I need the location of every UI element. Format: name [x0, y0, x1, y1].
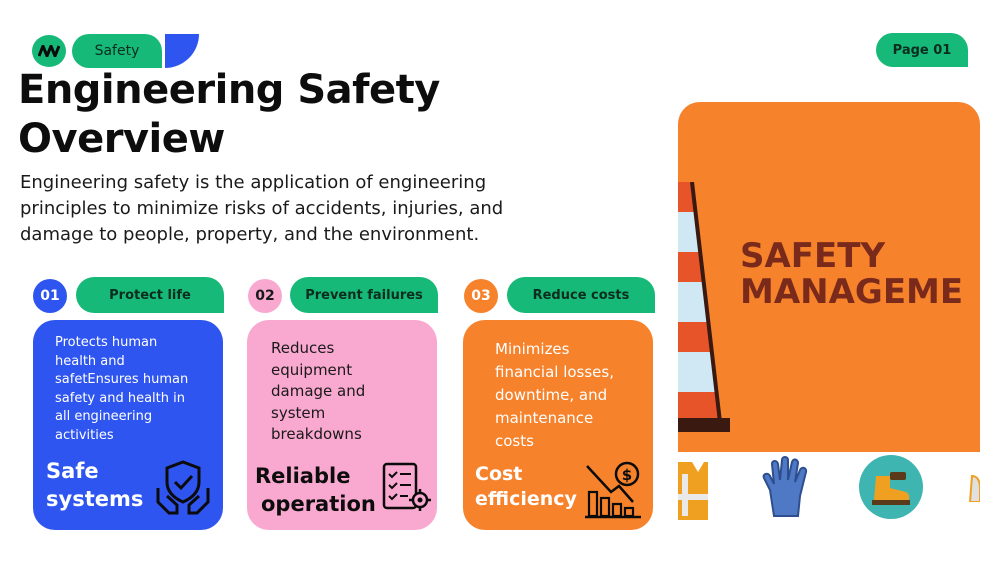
- card-3-text: Minimizes financial losses, downtime, an…: [495, 340, 614, 450]
- card-1-heading-line1: Safe: [46, 459, 99, 483]
- safety-management-text: SAFETY MANAGEME: [740, 238, 963, 310]
- card-2-heading-line1: Reliable: [255, 464, 351, 488]
- logo-icon: [38, 45, 60, 57]
- card-2-text: Reduces equipment damage and system brea…: [271, 339, 366, 443]
- card-1-heading-line2: systems: [46, 487, 144, 511]
- glove-icon: [762, 456, 808, 517]
- card-3-heading-line1: Cost: [475, 463, 523, 485]
- image-text-line2: MANAGEME: [740, 272, 964, 312]
- declining-chart-dollar-icon: $: [585, 461, 641, 519]
- page-description: Engineering safety is the application of…: [20, 172, 504, 245]
- card-protect-life: Protects human health and safetEnsures h…: [33, 320, 223, 530]
- ppe-strip: [678, 452, 980, 522]
- card-3-heading: Cost efficiency: [475, 462, 577, 512]
- logo-badge: [32, 35, 66, 67]
- card-1-number: 01: [33, 279, 67, 313]
- safety-management-image: SAFETY MANAGEME: [678, 102, 980, 452]
- card-1-text: Protects human health and safetEnsures h…: [55, 335, 189, 443]
- shield-hands-icon: [156, 460, 210, 515]
- card-3-label: Reduce costs: [507, 277, 655, 313]
- card-2-number: 02: [248, 279, 282, 313]
- image-text-line1: SAFETY: [740, 236, 886, 276]
- card-3-heading-line2: efficiency: [475, 488, 577, 510]
- card-reduce-costs: Minimizes financial losses, downtime, an…: [463, 320, 653, 530]
- page-number: Page 01: [876, 33, 968, 67]
- partial-item-icon: [968, 474, 980, 502]
- checklist-gear-icon: [382, 462, 431, 511]
- card-2-heading: Reliable operation: [255, 462, 376, 518]
- safety-vest-icon: [678, 462, 708, 520]
- decorative-quarter-circle: [165, 34, 199, 68]
- boot-icon: [859, 455, 923, 519]
- card-1-heading: Safe systems: [46, 457, 143, 513]
- card-1-label: Protect life: [76, 277, 224, 313]
- traffic-cone-icon: [678, 182, 730, 432]
- card-2-heading-line2: operation: [261, 492, 376, 516]
- svg-text:$: $: [622, 466, 632, 484]
- page-title: Engineering Safety Overview: [18, 67, 440, 162]
- card-3-number: 03: [464, 279, 498, 313]
- card-prevent-failures: Reduces equipment damage and system brea…: [247, 320, 437, 530]
- category-tag: Safety: [72, 34, 162, 68]
- card-2-label: Prevent failures: [290, 277, 438, 313]
